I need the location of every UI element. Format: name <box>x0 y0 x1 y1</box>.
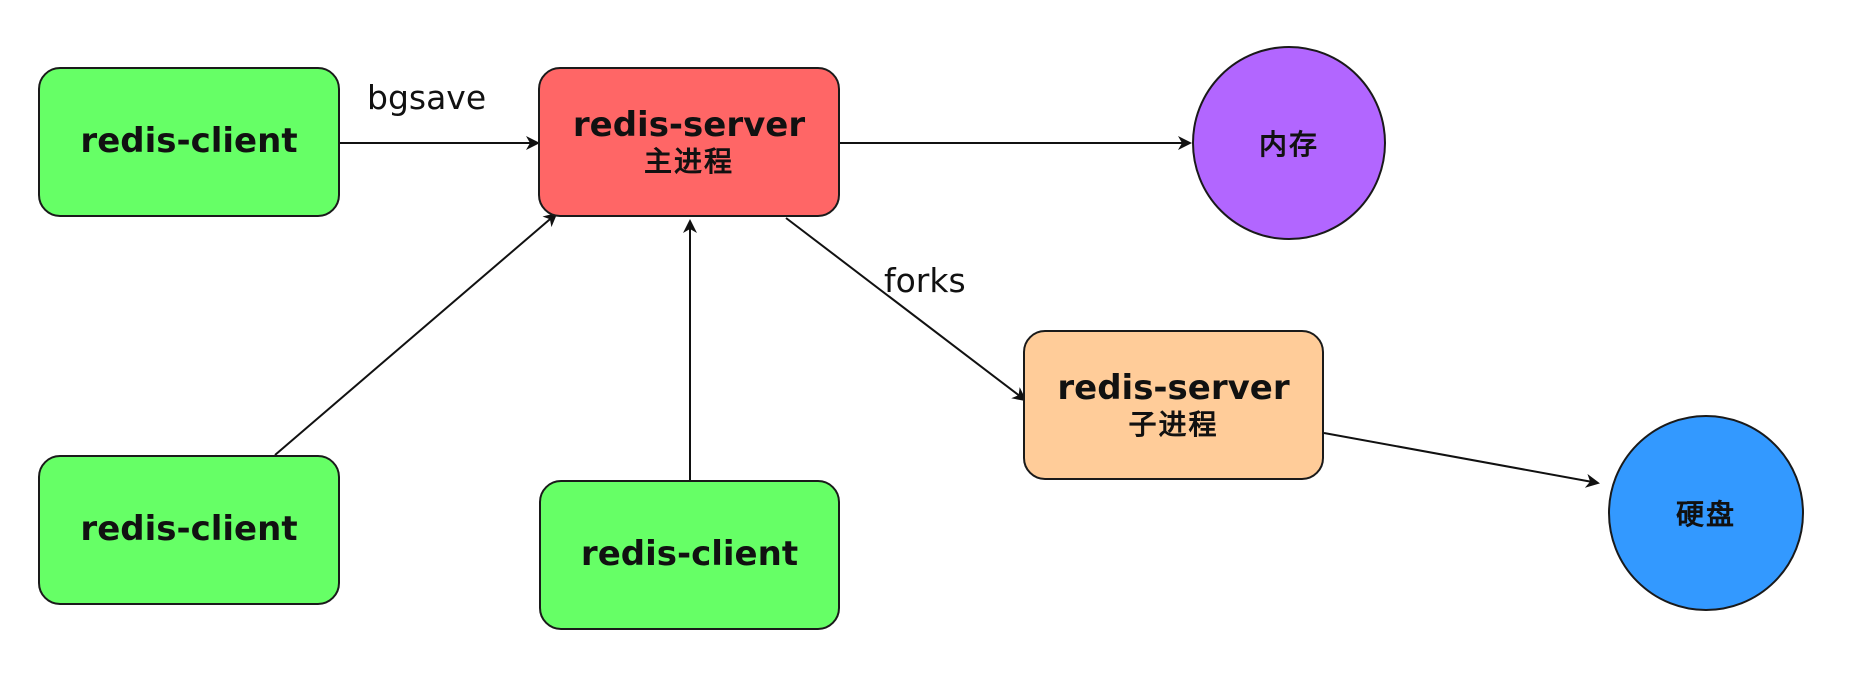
edge-child-to-disk <box>1323 432 1600 488</box>
redis-client-bottom-left-node[interactable]: redis-client <box>38 455 340 605</box>
redis-client-bottom-mid-node[interactable]: redis-client <box>539 480 840 630</box>
redis-server-label: redis-server <box>1057 367 1290 408</box>
main-process-label: 主进程 <box>643 144 734 178</box>
redis-client-label: redis-client <box>580 534 799 575</box>
redis-server-label: redis-server <box>572 104 806 145</box>
memory-label: 内存 <box>1258 128 1319 161</box>
bgsave-label: bgsave <box>367 78 487 117</box>
disk-label: 硬盘 <box>1675 498 1736 531</box>
redis-client-top-node[interactable]: redis-client <box>38 67 340 217</box>
redis-client-label: redis-client <box>80 121 298 162</box>
redis-server-main-node[interactable]: redis-server 主进程 <box>538 67 840 217</box>
redis-server-child-node[interactable]: redis-server 子进程 <box>1023 330 1324 480</box>
redis-client-label: redis-client <box>80 509 298 550</box>
forks-label: forks <box>884 261 966 300</box>
edge-main-forks-child <box>785 217 1027 402</box>
child-process-label: 子进程 <box>1128 407 1219 441</box>
disk-node[interactable]: 硬盘 <box>1608 415 1804 611</box>
edge-bottom-left-client-to-main <box>274 212 558 456</box>
memory-node[interactable]: 内存 <box>1192 46 1386 240</box>
